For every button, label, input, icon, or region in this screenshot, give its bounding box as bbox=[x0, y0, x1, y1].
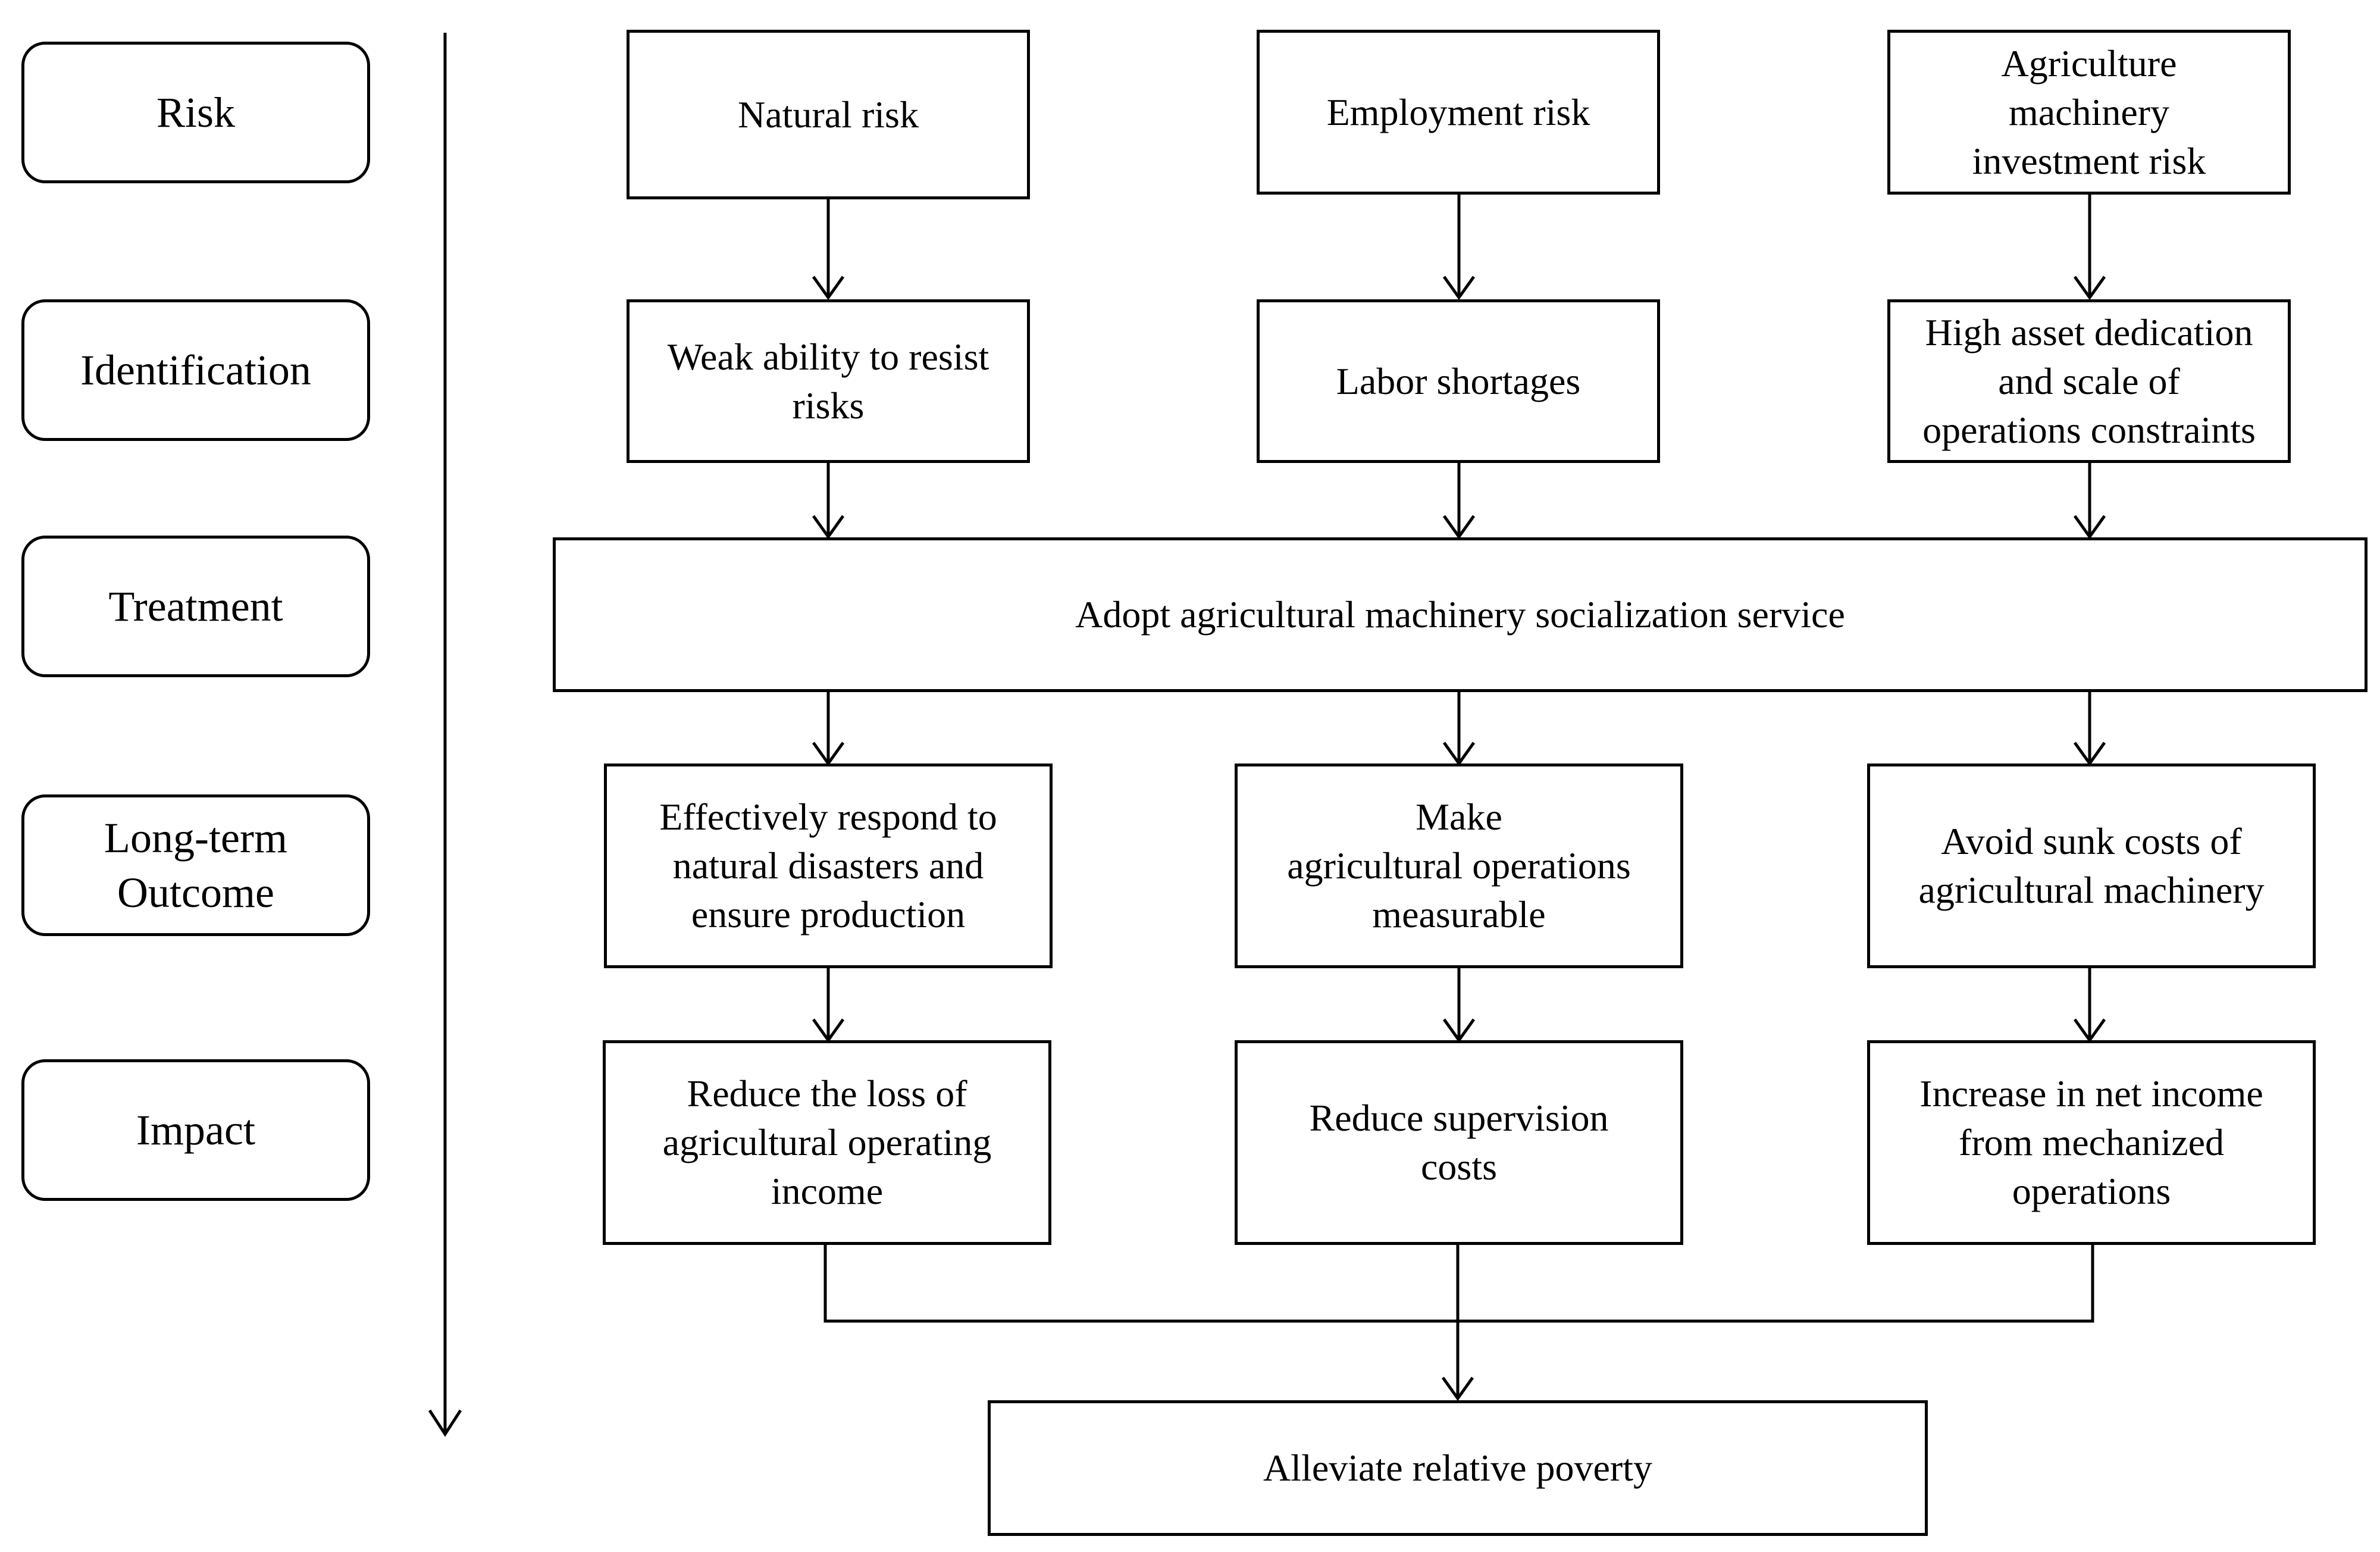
outcome-sunk-costs-box: Avoid sunk costs of agricultural machine… bbox=[1867, 764, 2316, 968]
impact-net-income-box: Increase in net income from mechanized o… bbox=[1867, 1040, 2316, 1245]
outcome-respond-box: Effectively respond to natural disasters… bbox=[604, 764, 1053, 968]
treatment-box: Adopt agricultural machinery socializati… bbox=[553, 537, 2368, 692]
investment-risk-box: Agriculture machinery investment risk bbox=[1887, 30, 2291, 195]
stage-risk: Risk bbox=[21, 42, 370, 183]
stage-impact: Impact bbox=[21, 1059, 370, 1201]
labor-shortages-box: Labor shortages bbox=[1257, 299, 1660, 463]
alleviate-poverty-box: Alleviate relative poverty bbox=[988, 1400, 1928, 1536]
impact-supervision-box: Reduce supervision costs bbox=[1235, 1040, 1683, 1245]
stage-long-term-outcome: Long-term Outcome bbox=[21, 794, 370, 936]
natural-risk-box: Natural risk bbox=[627, 30, 1030, 199]
employment-risk-box: Employment risk bbox=[1257, 30, 1660, 195]
timeline-arrowhead bbox=[428, 1409, 462, 1437]
weak-ability-box: Weak ability to resist risks bbox=[627, 299, 1030, 463]
impact-loss-box: Reduce the loss of agricultural operatin… bbox=[603, 1040, 1051, 1245]
asset-dedication-box: High asset dedication and scale of opera… bbox=[1887, 299, 2291, 463]
stage-treatment: Treatment bbox=[21, 536, 370, 677]
outcome-measurable-box: Make agricultural operations measurable bbox=[1235, 764, 1683, 968]
stage-identification: Identification bbox=[21, 299, 370, 441]
